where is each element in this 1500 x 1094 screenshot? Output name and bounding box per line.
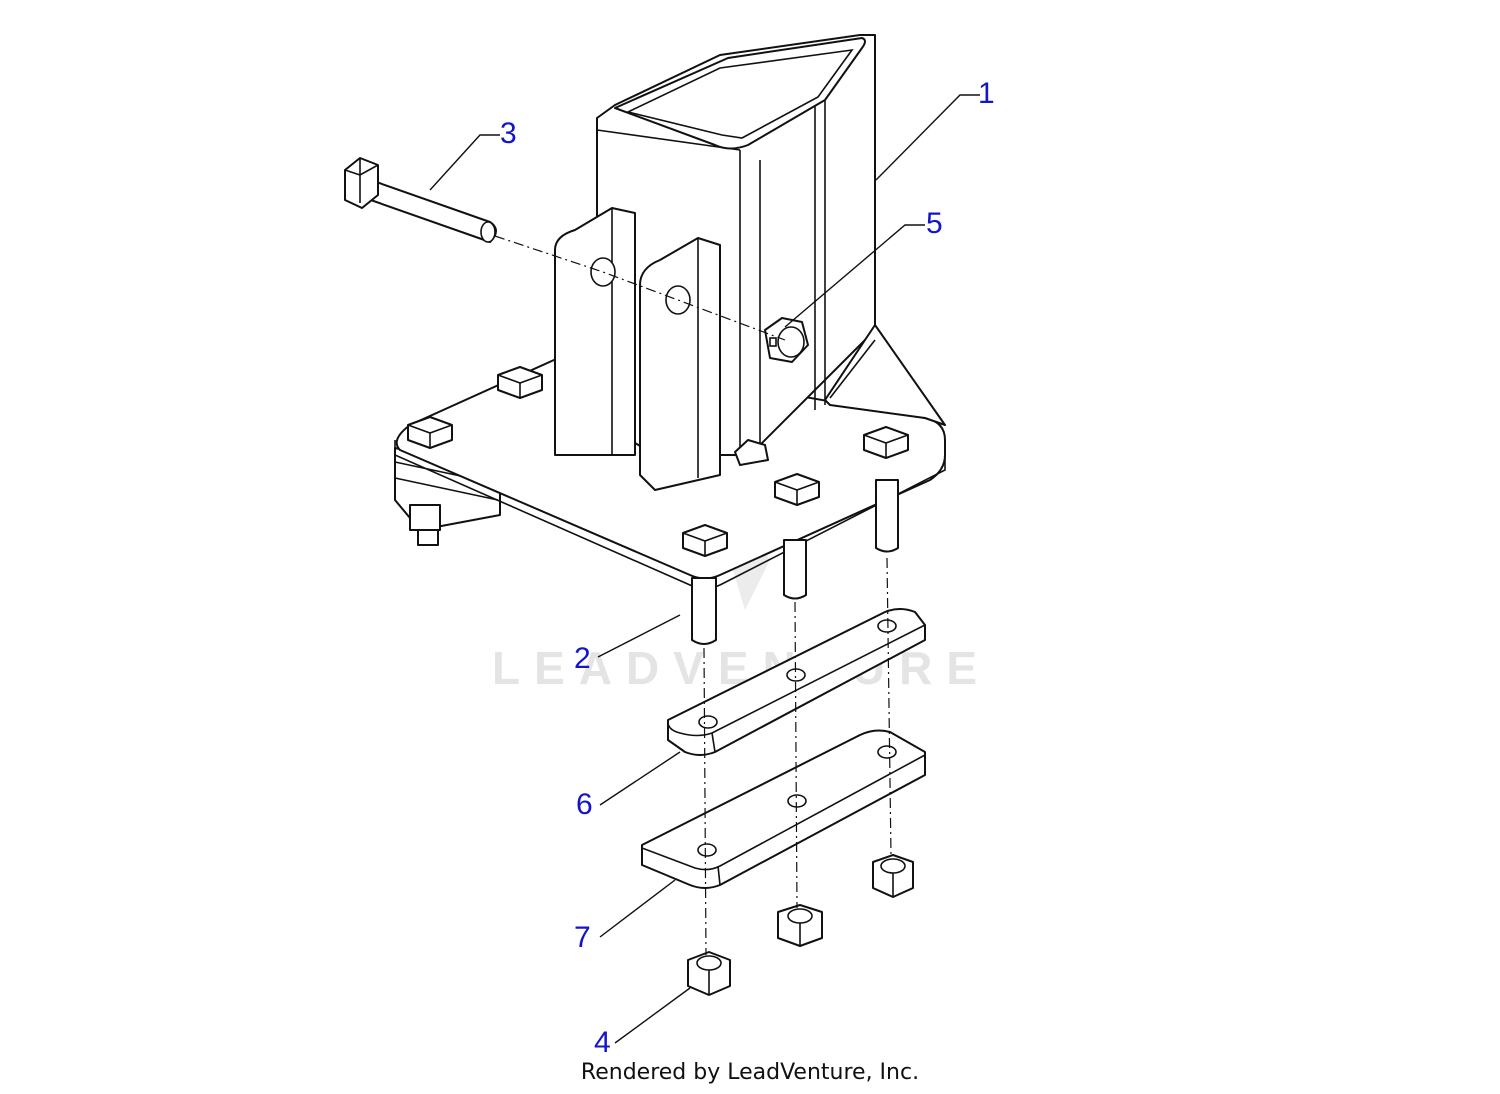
leader-lines <box>429 94 980 1044</box>
render-credit: Rendered by LeadVenture, Inc. <box>580 1060 920 1085</box>
lock-nuts-part <box>687 854 914 996</box>
callout-labels: 1 2 3 4 5 6 7 <box>500 77 995 1059</box>
callout-2: 2 <box>574 642 591 675</box>
callout-7: 7 <box>574 921 591 954</box>
spacer-plate-small-part <box>667 608 926 756</box>
lock-nut-tube-part <box>764 317 809 363</box>
callout-6: 6 <box>576 788 593 821</box>
callout-1: 1 <box>978 77 995 110</box>
stud-bolts-part <box>691 479 899 645</box>
callout-4: 4 <box>594 1026 611 1059</box>
spacer-plate-large-part <box>641 729 926 889</box>
hitch-mount-part <box>394 34 946 590</box>
centerlines <box>494 235 892 956</box>
callout-5: 5 <box>926 207 943 240</box>
callout-3: 3 <box>500 117 517 150</box>
hex-bolt-part <box>344 157 497 243</box>
